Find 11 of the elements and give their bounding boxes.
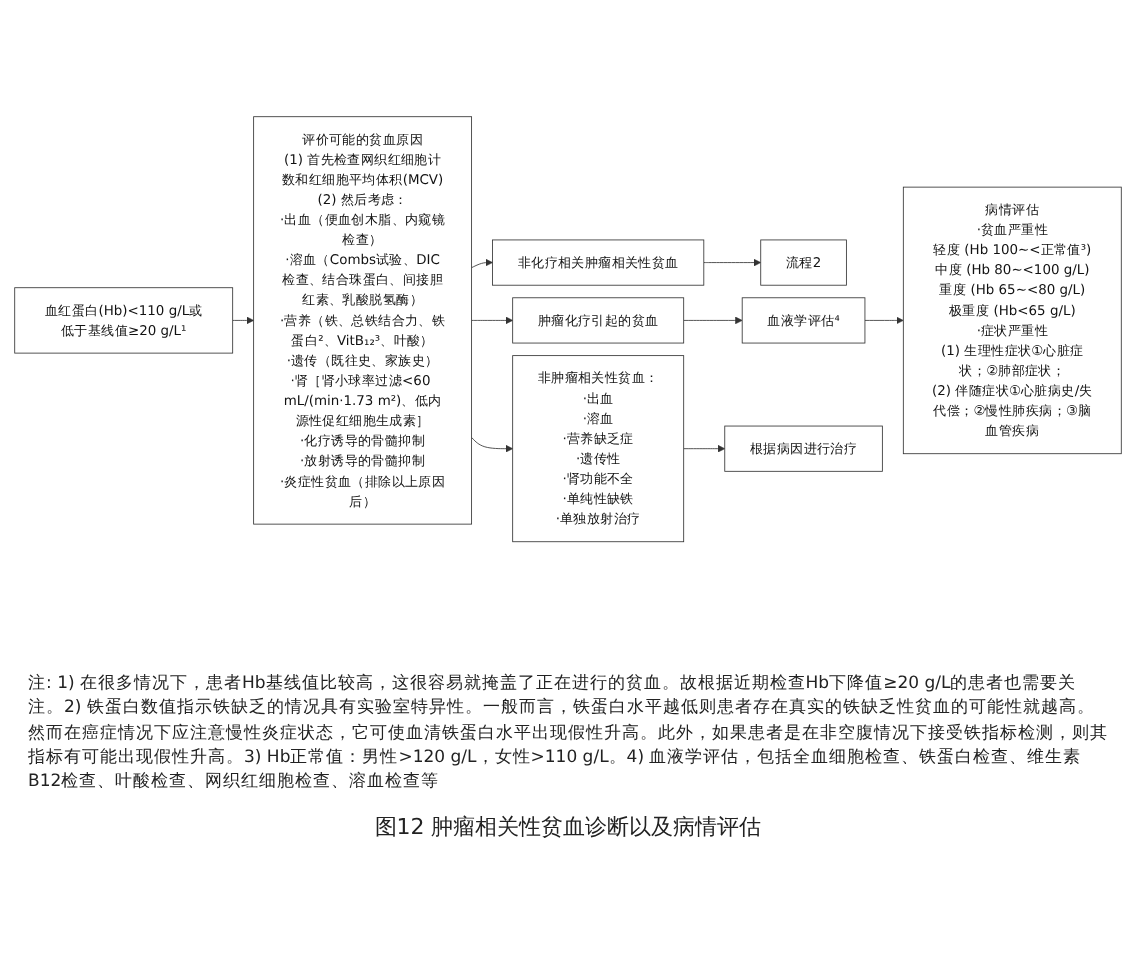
node-box xyxy=(492,240,705,287)
footnote-text: 注: 1) 在很多情况下，患者Hb基线值比较高，这很容易就掩盖了正在进行的贫血。故根据近期检查Hb下降值≥20 g/L的患者也需要关注。2) 铁蛋白数值指示铁缺乏的情况具有实验室特异性。一般而言，铁蛋白水平越低则患者存在真实的铁缺乏性贫血的可能性就越高。然而在癌症情况下应注意慢性炎症状态，它可使血清铁蛋白水平出现假性升高。此外，如果患者是在非空腹情况下接受铁指标检测，则其指标有可能出现假性升高。3) Hb正常值：男性>120 g/L，女性>110 g/L。4) 血液学评估，包括全血细胞检查、铁蛋白检查、维生素B12检查、叶酸检查、网织红细胞检查、溶血检查等 xyxy=(28,672,1108,796)
node-box xyxy=(512,356,685,543)
node-box xyxy=(512,298,685,345)
node-box xyxy=(14,288,234,355)
node-box xyxy=(724,426,883,473)
node-box xyxy=(902,187,1122,455)
node-box xyxy=(741,298,866,345)
figure-caption: 图12 肿瘤相关性贫血诊断以及病情评估 xyxy=(374,811,762,842)
node-box xyxy=(760,240,847,287)
node-box xyxy=(253,117,472,526)
